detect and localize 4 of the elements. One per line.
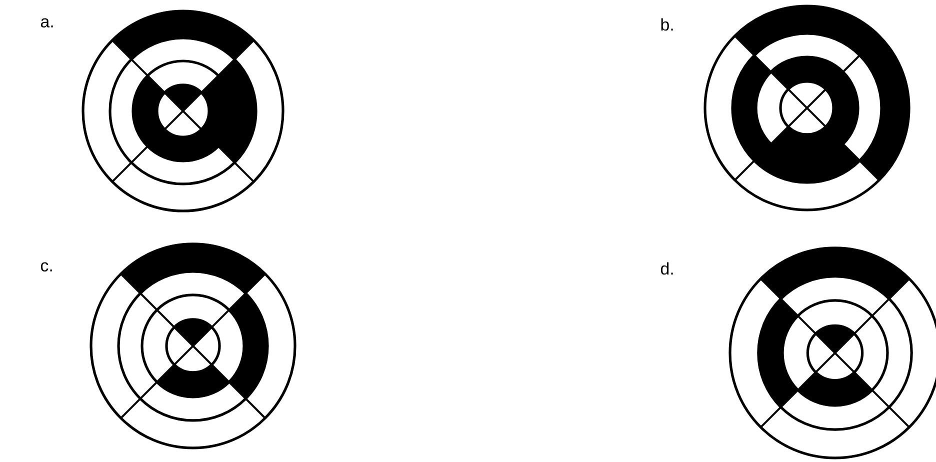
- option-letter: c.: [40, 262, 52, 272]
- option-letter: d.: [660, 262, 673, 275]
- option-letter: a.: [40, 18, 53, 28]
- option-letter: b.: [661, 18, 673, 31]
